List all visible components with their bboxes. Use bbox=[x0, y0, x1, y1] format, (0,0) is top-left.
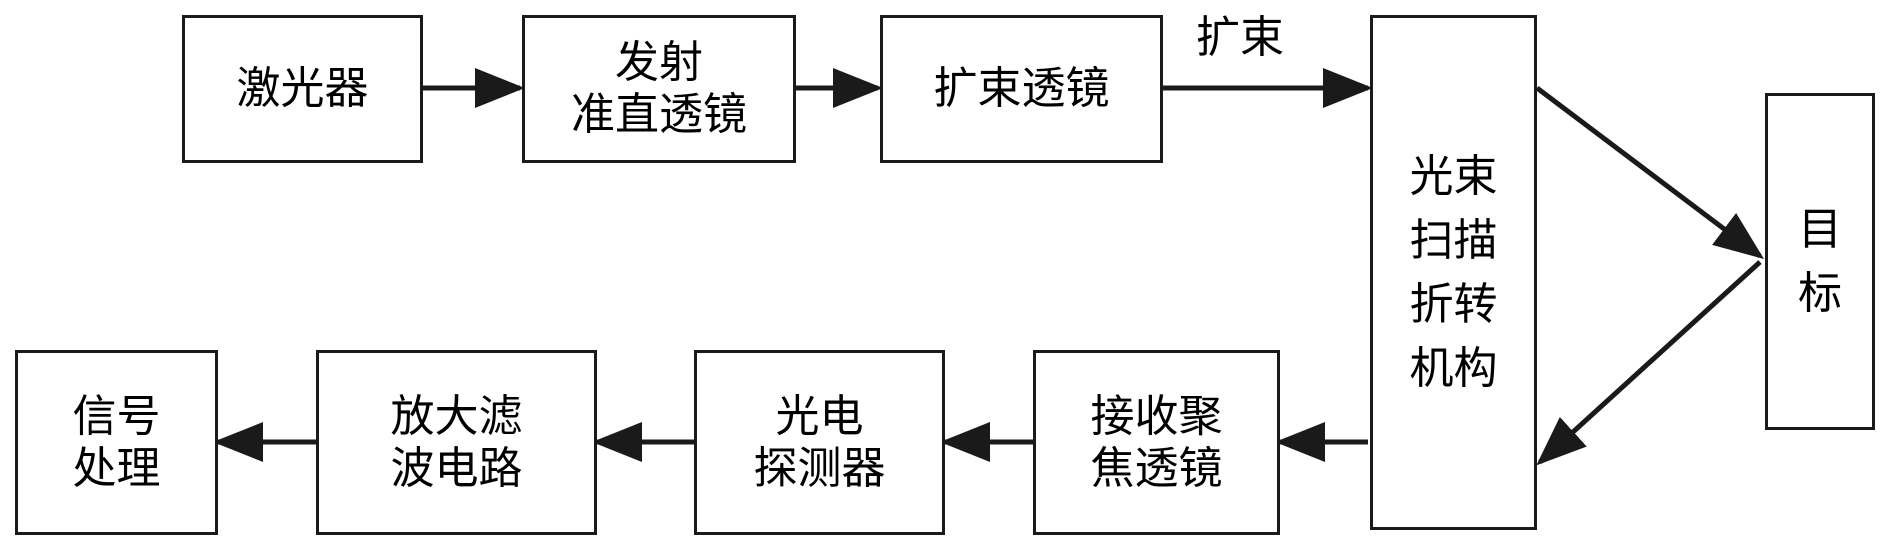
receive-focusing-lens-line1: 接收聚 bbox=[1090, 390, 1223, 442]
emit-collimating-lens-line2: 准直透镜 bbox=[571, 89, 747, 140]
amp-filter-circuit-box: 放大滤 波电路 bbox=[316, 350, 597, 535]
beam-expanding-lens-label: 扩束透镜 bbox=[933, 63, 1110, 114]
laser-box: 激光器 bbox=[182, 15, 423, 163]
target-box: 目 标 bbox=[1765, 93, 1875, 430]
arrow-target-to-scanner bbox=[1536, 260, 1762, 466]
scanner-line2: 扫描 bbox=[1409, 214, 1498, 266]
scanner-line1: 光束 bbox=[1409, 150, 1498, 202]
expand-beam-label: 扩束 bbox=[1196, 12, 1284, 63]
emit-collimating-lens-box: 发射 准直透镜 bbox=[522, 15, 796, 163]
scanner-line3: 折转 bbox=[1409, 278, 1498, 330]
beam-expanding-lens-box: 扩束透镜 bbox=[880, 15, 1163, 163]
amp-filter-line2: 波电路 bbox=[390, 442, 523, 494]
receive-focusing-lens-line2: 焦透镜 bbox=[1090, 442, 1223, 494]
arrow-scanner-to-target bbox=[1535, 86, 1764, 260]
photodetector-line1: 光电 bbox=[775, 390, 864, 442]
scanner-line4: 机构 bbox=[1409, 342, 1498, 394]
signal-processing-box: 信号 处理 bbox=[15, 350, 218, 535]
signal-processing-line1: 信号 bbox=[72, 390, 161, 442]
laser-label: 激光器 bbox=[236, 63, 369, 114]
photodetector-line2: 探测器 bbox=[753, 442, 886, 494]
beam-scanning-mechanism-box: 光束 扫描 折转 机构 bbox=[1370, 15, 1537, 530]
emit-collimating-lens-line1: 发射 bbox=[615, 37, 703, 88]
signal-processing-line2: 处理 bbox=[72, 442, 161, 494]
target-line1: 目 bbox=[1798, 203, 1842, 255]
receive-focusing-lens-box: 接收聚 焦透镜 bbox=[1033, 350, 1280, 535]
amp-filter-line1: 放大滤 bbox=[390, 390, 523, 442]
target-line2: 标 bbox=[1798, 267, 1842, 319]
photodetector-box: 光电 探测器 bbox=[694, 350, 945, 535]
